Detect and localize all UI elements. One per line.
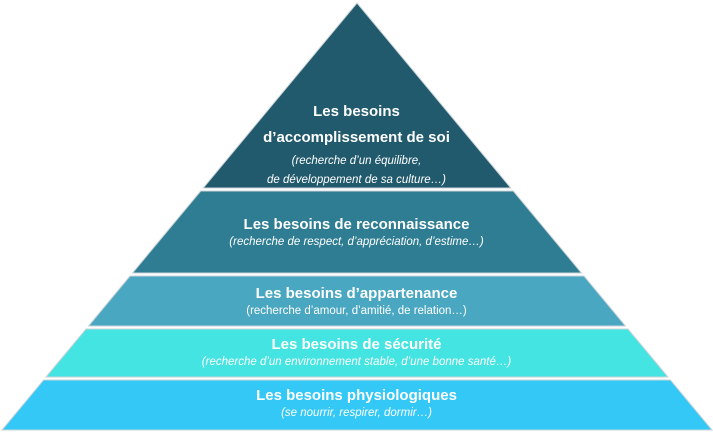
tier-safety: [44, 328, 670, 378]
tier-self-actualization: [202, 2, 512, 189]
tier-1-title-line2: d’accomplissement de soi: [263, 129, 450, 146]
tier-belonging: [87, 275, 627, 327]
tier-1-title-line1: Les besoins: [313, 103, 400, 120]
tier-physiological: [0, 379, 713, 431]
tier-5-title: Les besoins physiologiques: [256, 387, 457, 404]
tier-2-title: Les besoins de reconnaissance: [243, 216, 470, 233]
tier-3-desc: (recherche d’amour, d’amitié, de relatio…: [246, 305, 467, 317]
tier-1-desc-line1: (recherche d’un équilibre,: [291, 155, 422, 167]
tier-3-title: Les besoins d’appartenance: [255, 285, 458, 302]
tier-4-title: Les besoins de sécurité: [271, 336, 442, 353]
tier-4-desc: (recherche d’un environnement stable, d’…: [201, 356, 512, 368]
tier-5-desc: (se nourrir, respirer, dormir…): [281, 407, 432, 419]
tier-1-desc-line2: de développement de sa culture…): [267, 174, 446, 186]
tier-esteem: [131, 190, 583, 274]
tier-2-desc: (recherche de respect, d’appréciation, d…: [229, 236, 484, 248]
